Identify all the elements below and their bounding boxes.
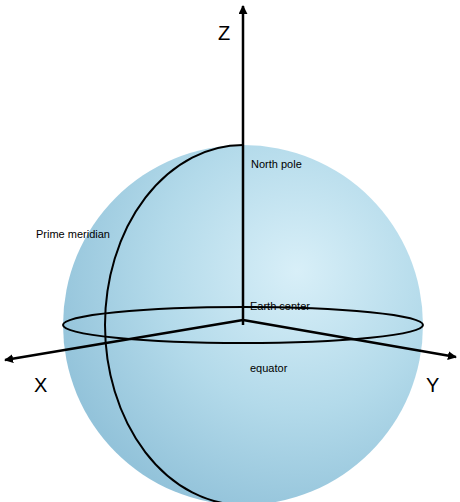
line-label: Prime meridian [36, 228, 110, 241]
axis-label: Z [218, 22, 230, 45]
z-axis [242, 6, 245, 325]
axis-label: Y [426, 374, 439, 397]
point-label: North pole [251, 158, 302, 171]
point-label: Earth center [250, 300, 310, 313]
line-label: equator [250, 362, 287, 375]
x-axis [5, 320, 243, 360]
axis-label: X [34, 374, 47, 397]
y-axis [243, 320, 456, 357]
